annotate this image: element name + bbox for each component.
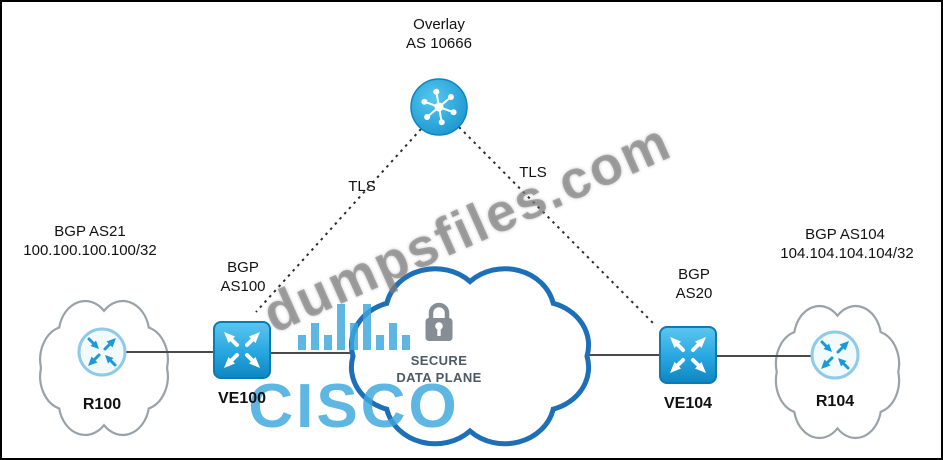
device-label-ve104: VE104 <box>663 395 713 412</box>
logo-bar <box>350 323 358 350</box>
logo-bar <box>337 304 345 350</box>
logo-bar <box>402 335 410 350</box>
logo-bar <box>363 304 371 350</box>
overlay-controller-icon <box>410 78 468 136</box>
cisco-logo-text: CISCO <box>248 372 460 441</box>
site-left-bgp-label: BGP AS21 <box>54 223 126 240</box>
secure-data-plane-label-line1: SECURE <box>410 353 468 368</box>
site-right-bgp-label: BGP AS104 <box>805 226 885 243</box>
device-label-ve100: VE100 <box>217 390 267 407</box>
site-right-prefix-label: 104.104.104.104/32 <box>780 245 914 262</box>
lock-icon <box>425 302 453 341</box>
tls-link-left <box>255 128 422 313</box>
site-left-prefix-label: 100.100.100.100/32 <box>23 242 157 259</box>
secure-data-plane-label-line2: DATA PLANE <box>396 370 482 385</box>
overlay-label-line1: Overlay <box>413 16 465 33</box>
ve100-bgp-label-line2: AS100 <box>220 278 266 295</box>
tls-label-right: TLS <box>519 164 547 181</box>
ve104-bgp-label-line1: BGP <box>678 266 710 283</box>
ve104-bgp-label-line2: AS20 <box>675 285 713 302</box>
device-label-r104: R104 <box>815 393 855 410</box>
router-icon-r100 <box>77 327 127 377</box>
ve100-bgp-label-line1: BGP <box>227 259 259 276</box>
router-icon-r104 <box>810 330 860 380</box>
logo-bar <box>298 335 306 350</box>
switch-icon-ve104 <box>658 325 718 385</box>
cisco-logo-bars-icon <box>248 302 460 350</box>
tls-label-left: TLS <box>348 178 376 195</box>
cisco-logo: CISCO <box>248 302 460 438</box>
logo-bar <box>376 335 384 350</box>
logo-bar <box>324 335 332 350</box>
device-label-r100: R100 <box>82 396 122 413</box>
logo-bar <box>311 323 319 350</box>
logo-bar <box>389 323 397 350</box>
overlay-label-line2: AS 10666 <box>406 35 472 52</box>
